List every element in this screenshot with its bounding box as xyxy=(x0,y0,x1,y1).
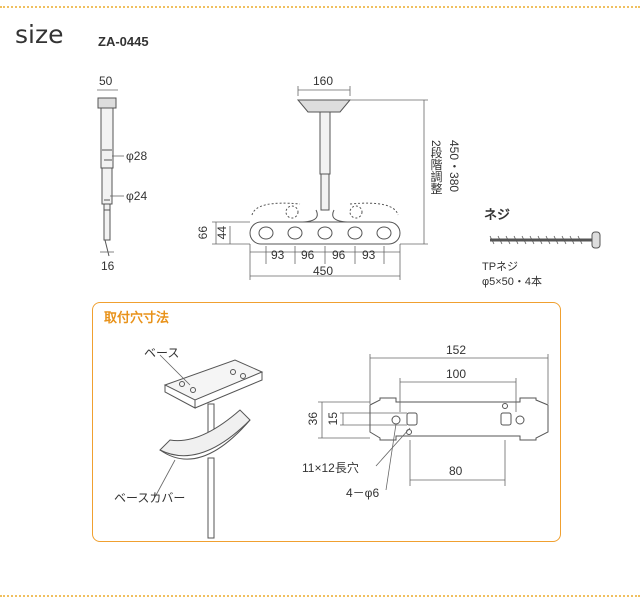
hole-pitch-outer-dim: 100 xyxy=(446,367,467,381)
top-dotted-border xyxy=(0,6,640,8)
side-top-width: 50 xyxy=(99,74,113,88)
side-bottom-width: 16 xyxy=(101,259,115,273)
screw-spec: φ5×50・4本 xyxy=(482,276,543,288)
slot-label: 11×12長穴 xyxy=(302,461,359,475)
slot-height-dim: 15 xyxy=(326,412,340,426)
arm-inner-dim: 44 xyxy=(215,226,229,240)
model-number: ZA-0445 xyxy=(98,34,149,49)
mount-iso-drawing xyxy=(154,354,264,539)
mount-plate-drawing xyxy=(318,354,549,491)
side-upper-pole-dia: φ28 xyxy=(126,149,148,163)
side-lower-pole-dia: φ24 xyxy=(126,189,148,203)
mounting-title: 取付穴寸法 xyxy=(104,310,170,325)
plate-width-dim: 152 xyxy=(446,343,467,357)
screw-title: ネジ xyxy=(484,207,511,222)
screw-type: TPネジ xyxy=(482,261,519,273)
front-view-drawing xyxy=(212,86,428,280)
height-adjust-values: 450・380 xyxy=(447,140,461,193)
base-cover-label: ベースカバー xyxy=(114,491,186,505)
arm-outer-dim: 66 xyxy=(196,226,210,240)
spacing-3: 96 xyxy=(332,248,346,262)
page-title: size xyxy=(15,20,64,49)
spacing-4: 93 xyxy=(362,248,376,262)
screw-drawing xyxy=(489,231,601,249)
side-view-drawing xyxy=(97,89,124,257)
front-base-width: 160 xyxy=(313,74,334,88)
total-width: 450 xyxy=(313,264,334,278)
base-label: ベース xyxy=(144,346,180,360)
plate-height-dim: 36 xyxy=(306,412,320,426)
spacing-1: 93 xyxy=(271,248,285,262)
height-adjust-label: 2段階調整 xyxy=(429,140,443,195)
spacing-2: 96 xyxy=(301,248,315,262)
mounting-panel xyxy=(92,302,561,542)
bottom-dotted-border xyxy=(0,595,640,597)
hole-label: 4－φ6 xyxy=(346,486,380,500)
hole-pitch-lower-dim: 80 xyxy=(449,464,463,478)
